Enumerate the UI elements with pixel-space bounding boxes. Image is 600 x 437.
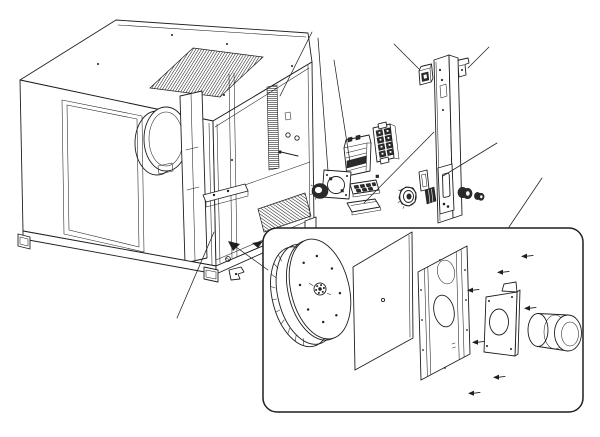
leader-line	[279, 31, 313, 97]
panel-bracket	[433, 54, 463, 224]
gland-frame	[418, 169, 430, 192]
wheel-bolt-holes	[298, 254, 342, 324]
cover-plate	[346, 198, 382, 216]
wheel-hub	[309, 282, 331, 296]
terminal-strip	[349, 179, 381, 198]
blower-housing-panel	[417, 245, 471, 381]
base-screw	[225, 256, 231, 262]
leader-line	[467, 46, 490, 69]
unit-cabinet	[17, 19, 317, 283]
ventilation-grille	[149, 47, 264, 98]
direction-arrow	[228, 241, 269, 271]
mounting-bracket	[202, 183, 249, 208]
cable-gland	[397, 186, 417, 209]
blower-assembly-detail	[228, 227, 584, 413]
control-panel-bracket	[397, 54, 485, 224]
leader-line	[317, 37, 329, 172]
leader-line	[442, 142, 498, 177]
leader-line	[508, 177, 543, 228]
leader-line	[363, 131, 435, 204]
filter-panel	[352, 231, 414, 371]
grommet-large	[457, 187, 473, 200]
duct-collar	[134, 106, 189, 176]
junction-box	[418, 63, 434, 86]
access-door	[61, 99, 145, 253]
blower-motor	[527, 313, 582, 352]
grommet-small	[474, 192, 485, 201]
coil-section	[257, 192, 312, 233]
channel-strip	[266, 84, 280, 171]
terminal-block	[372, 121, 400, 165]
leader-line	[393, 43, 420, 70]
control-knob	[309, 183, 329, 200]
mounting-screws	[467, 253, 537, 396]
corner-foot	[17, 233, 31, 250]
corner-foot	[203, 266, 219, 283]
leader-lines	[176, 31, 543, 319]
divider-panel	[179, 90, 208, 264]
contactor	[343, 134, 372, 177]
leader-line	[176, 231, 215, 319]
electrical-group	[309, 121, 400, 216]
motor-mount-plate	[483, 281, 521, 357]
leader-line	[333, 59, 351, 163]
knurled-nut	[424, 186, 437, 205]
blower-wheel	[270, 238, 352, 348]
